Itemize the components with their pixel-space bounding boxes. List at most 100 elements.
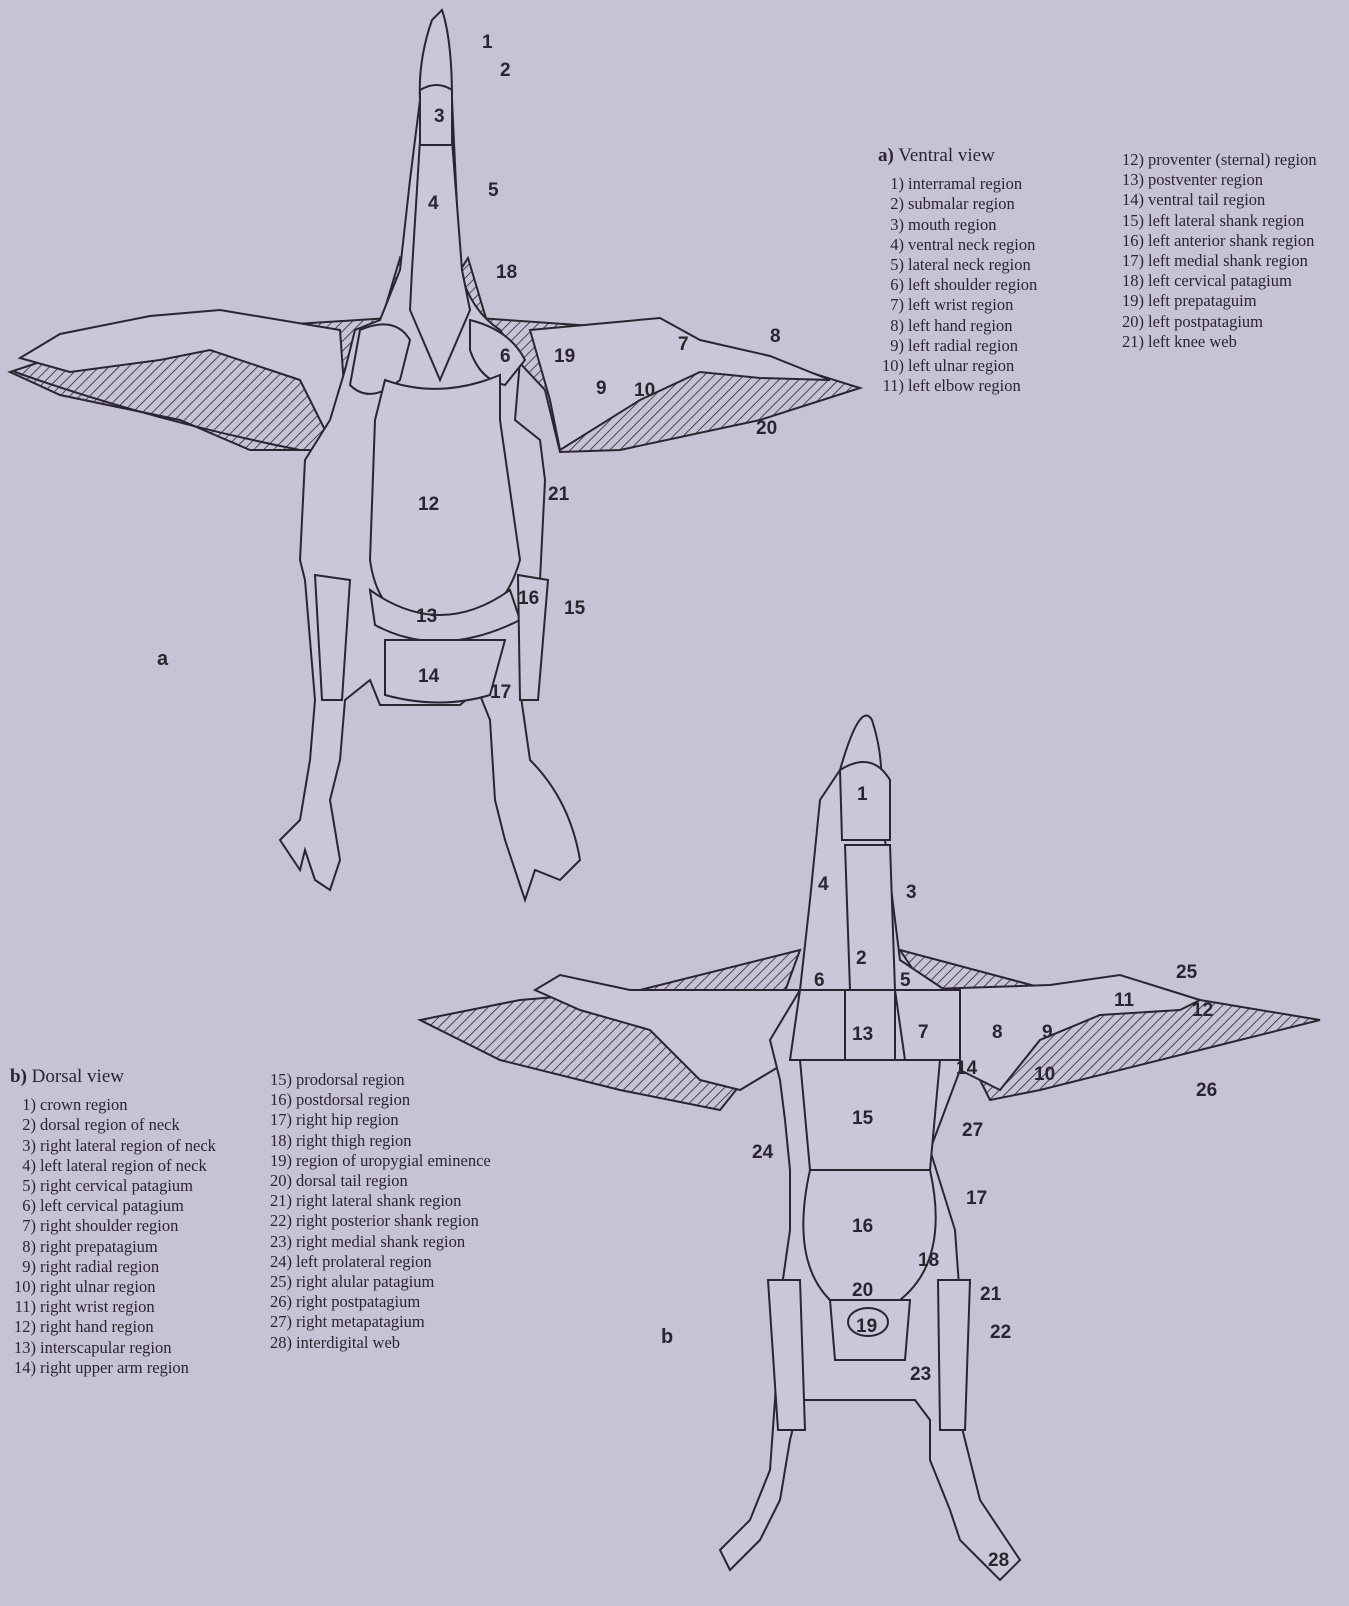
legend-item-number: 15) (266, 1070, 292, 1090)
legend-item-text: left cervical patagium (38, 1196, 250, 1216)
legend-item-text: prodorsal region (294, 1070, 496, 1090)
legend-item-number: 3) (10, 1136, 36, 1156)
legend-item-number: 7) (878, 295, 904, 315)
legend-item: 9)left radial region (878, 336, 1093, 356)
legend-item-text: right medial shank region (294, 1232, 496, 1252)
ventral-label: 8 (770, 326, 781, 347)
dorsal-label: 8 (992, 1022, 1003, 1043)
dorsal-label: 15 (852, 1108, 874, 1129)
ventral-label: 12 (418, 494, 439, 515)
dorsal-label: 10 (1034, 1064, 1055, 1085)
dorsal-label: 17 (966, 1188, 987, 1209)
legend-item: 2)dorsal region of neck (10, 1115, 250, 1135)
legend-item: 9)right radial region (10, 1257, 250, 1277)
legend-item: 5)right cervical patagium (10, 1176, 250, 1196)
legend-item-text: interdigital web (294, 1333, 496, 1353)
legend-item-text: left elbow region (906, 376, 1093, 396)
legend-item: 21)right lateral shank region (266, 1191, 496, 1211)
legend-item-number: 8) (10, 1237, 36, 1257)
legend-item-text: crown region (38, 1095, 250, 1115)
legend-item-text: dorsal tail region (294, 1171, 496, 1191)
dorsal-label: 2 (856, 948, 867, 969)
legend-item-text: interscapular region (38, 1338, 250, 1358)
legend-item: 26)right postpatagium (266, 1292, 496, 1312)
dorsal-label: 16 (852, 1216, 873, 1237)
legend-item-text: right alular patagium (294, 1272, 496, 1292)
legend-item-number: 16) (1118, 231, 1144, 251)
legend-item-number: 11) (878, 376, 904, 396)
legend-item: 25)right alular patagium (266, 1272, 496, 1292)
legend-item: 15)left lateral shank region (1118, 211, 1348, 231)
legend-item: 7)right shoulder region (10, 1216, 250, 1236)
legend-item: 7)left wrist region (878, 295, 1093, 315)
legend-item-number: 15) (1118, 211, 1144, 231)
legend-item-number: 9) (10, 1257, 36, 1277)
ventral-label: 18 (496, 262, 517, 283)
legend-item-number: 6) (10, 1196, 36, 1216)
dorsal-label: 5 (900, 970, 911, 991)
dorsal-label: 11 (1114, 990, 1135, 1011)
legend-item-number: 17) (1118, 251, 1144, 271)
dorsal-legend-col1: b) Dorsal view 1)crown region2)dorsal re… (10, 1067, 250, 1378)
legend-item-number: 14) (10, 1358, 36, 1378)
legend-item-number: 13) (10, 1338, 36, 1358)
legend-item-number: 19) (1118, 291, 1144, 311)
dorsal-label: 14 (956, 1058, 978, 1079)
dorsal-label: 25 (1176, 962, 1198, 983)
legend-item: 12)right hand region (10, 1317, 250, 1337)
legend-item: 10)right ulnar region (10, 1277, 250, 1297)
legend-item: 11)left elbow region (878, 376, 1093, 396)
legend-item-text: left radial region (906, 336, 1093, 356)
legend-item-number: 13) (1118, 170, 1144, 190)
legend-item-number: 1) (878, 174, 904, 194)
legend-item-text: interramal region (906, 174, 1093, 194)
legend-item: 3)right lateral region of neck (10, 1136, 250, 1156)
legend-item-text: left cervical patagium (1146, 271, 1348, 291)
legend-item-text: right lateral region of neck (38, 1136, 250, 1156)
panel-letter-a: a (157, 648, 168, 671)
legend-item-text: right hand region (38, 1317, 250, 1337)
legend-item: 23)right medial shank region (266, 1232, 496, 1252)
legend-item: 28)interdigital web (266, 1333, 496, 1353)
ventral-label: 19 (554, 346, 575, 367)
legend-item-text: region of uropygial eminence (294, 1151, 496, 1171)
ventral-label: 17 (490, 682, 511, 703)
legend-item: 4)left lateral region of neck (10, 1156, 250, 1176)
dorsal-label: 20 (852, 1280, 873, 1301)
legend-item-text: left medial shank region (1146, 251, 1348, 271)
legend-item-number: 12) (10, 1317, 36, 1337)
legend-item-number: 14) (1118, 190, 1144, 210)
legend-item: 18)left cervical patagium (1118, 271, 1348, 291)
legend-item-number: 27) (266, 1312, 292, 1332)
legend-item: 27)right metapatagium (266, 1312, 496, 1332)
ventral-label: 15 (564, 598, 586, 619)
legend-item: 19)region of uropygial eminence (266, 1151, 496, 1171)
legend-item: 6)left cervical patagium (10, 1196, 250, 1216)
legend-item-number: 4) (878, 235, 904, 255)
dorsal-label: 9 (1042, 1022, 1053, 1043)
legend-item-number: 17) (266, 1110, 292, 1130)
ventral-label: 16 (518, 588, 539, 609)
legend-item-number: 4) (10, 1156, 36, 1176)
legend-item-number: 2) (10, 1115, 36, 1135)
legend-item-text: right ulnar region (38, 1277, 250, 1297)
legend-item-number: 20) (266, 1171, 292, 1191)
legend-item: 12)proventer (sternal) region (1118, 150, 1348, 170)
legend-item-number: 5) (878, 255, 904, 275)
ventral-label: 7 (678, 334, 689, 355)
legend-item-number: 28) (266, 1333, 292, 1353)
legend-item-number: 3) (878, 215, 904, 235)
legend-item-text: left shoulder region (906, 275, 1093, 295)
legend-item: 8)right prepatagium (10, 1237, 250, 1257)
legend-item-text: right lateral shank region (294, 1191, 496, 1211)
legend-item-text: left postpatagium (1146, 312, 1348, 332)
legend-item-text: ventral neck region (906, 235, 1093, 255)
dorsal-label: 24 (752, 1142, 774, 1163)
ventral-label: 13 (416, 606, 437, 627)
dorsal-left-shoulder (790, 990, 845, 1060)
ventral-label: 20 (756, 418, 777, 439)
panel-letter-b: b (661, 1326, 673, 1349)
legend-item-text: left wrist region (906, 295, 1093, 315)
